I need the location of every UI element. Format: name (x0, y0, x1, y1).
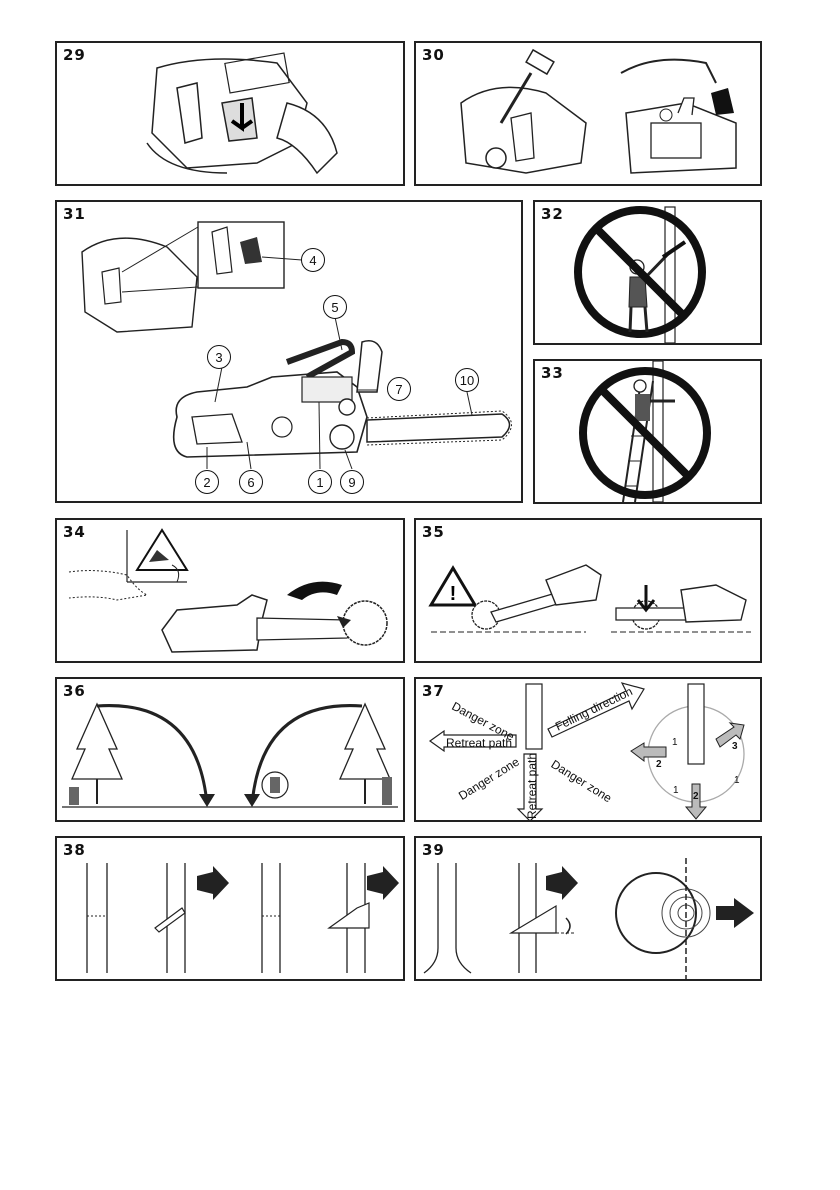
notch-cut-sequence-illustration (57, 838, 403, 979)
callout-7: 7 (387, 377, 411, 401)
zone-number: 2 (656, 759, 662, 770)
zone-number: 1 (734, 775, 740, 786)
figure-30: 30 (414, 41, 762, 186)
zone-number: 3 (732, 741, 738, 752)
figure-35: 35 ! (414, 518, 762, 663)
figure-36: 36 (55, 677, 405, 822)
figure-39: 39 (414, 836, 762, 981)
figure-34: 34 (55, 518, 405, 663)
figure-29: 29 (55, 41, 405, 186)
fuel-oil-fill-illustration (416, 43, 760, 184)
pinch-pushback-illustration: ! (416, 520, 760, 661)
zone-number: 1 (673, 785, 679, 796)
chain-brake-illustration (57, 43, 403, 184)
callout-2: 2 (195, 470, 219, 494)
callout-4: 4 (301, 248, 325, 272)
callout-6: 6 (239, 470, 263, 494)
zone-number: 2 (693, 791, 699, 802)
figure-37: 37 Danger zone Felling direction Retreat… (414, 677, 762, 822)
retreat-path-label: Retreat path (446, 736, 512, 750)
chainsaw-parts-diagram (57, 202, 521, 501)
figure-38: 38 (55, 836, 405, 981)
figure-33: 33 (533, 359, 762, 504)
callout-3: 3 (207, 345, 231, 369)
retreat-path-label-vertical: Retreat path (525, 753, 539, 819)
no-ladder-cutting-illustration (535, 361, 760, 502)
felling-distance-illustration (57, 679, 403, 820)
callout-10: 10 (455, 368, 479, 392)
callout-5: 5 (323, 295, 347, 319)
svg-text:!: ! (450, 583, 457, 605)
callout-1: 1 (308, 470, 332, 494)
no-cutting-above-shoulder-illustration (535, 202, 760, 343)
kickback-illustration (57, 520, 403, 661)
zone-number: 1 (672, 737, 678, 748)
figure-32: 32 (533, 200, 762, 345)
felling-cut-illustration (416, 838, 760, 979)
figure-31: 31 4 5 3 7 10 2 6 1 9 (55, 200, 523, 503)
callout-9: 9 (340, 470, 364, 494)
